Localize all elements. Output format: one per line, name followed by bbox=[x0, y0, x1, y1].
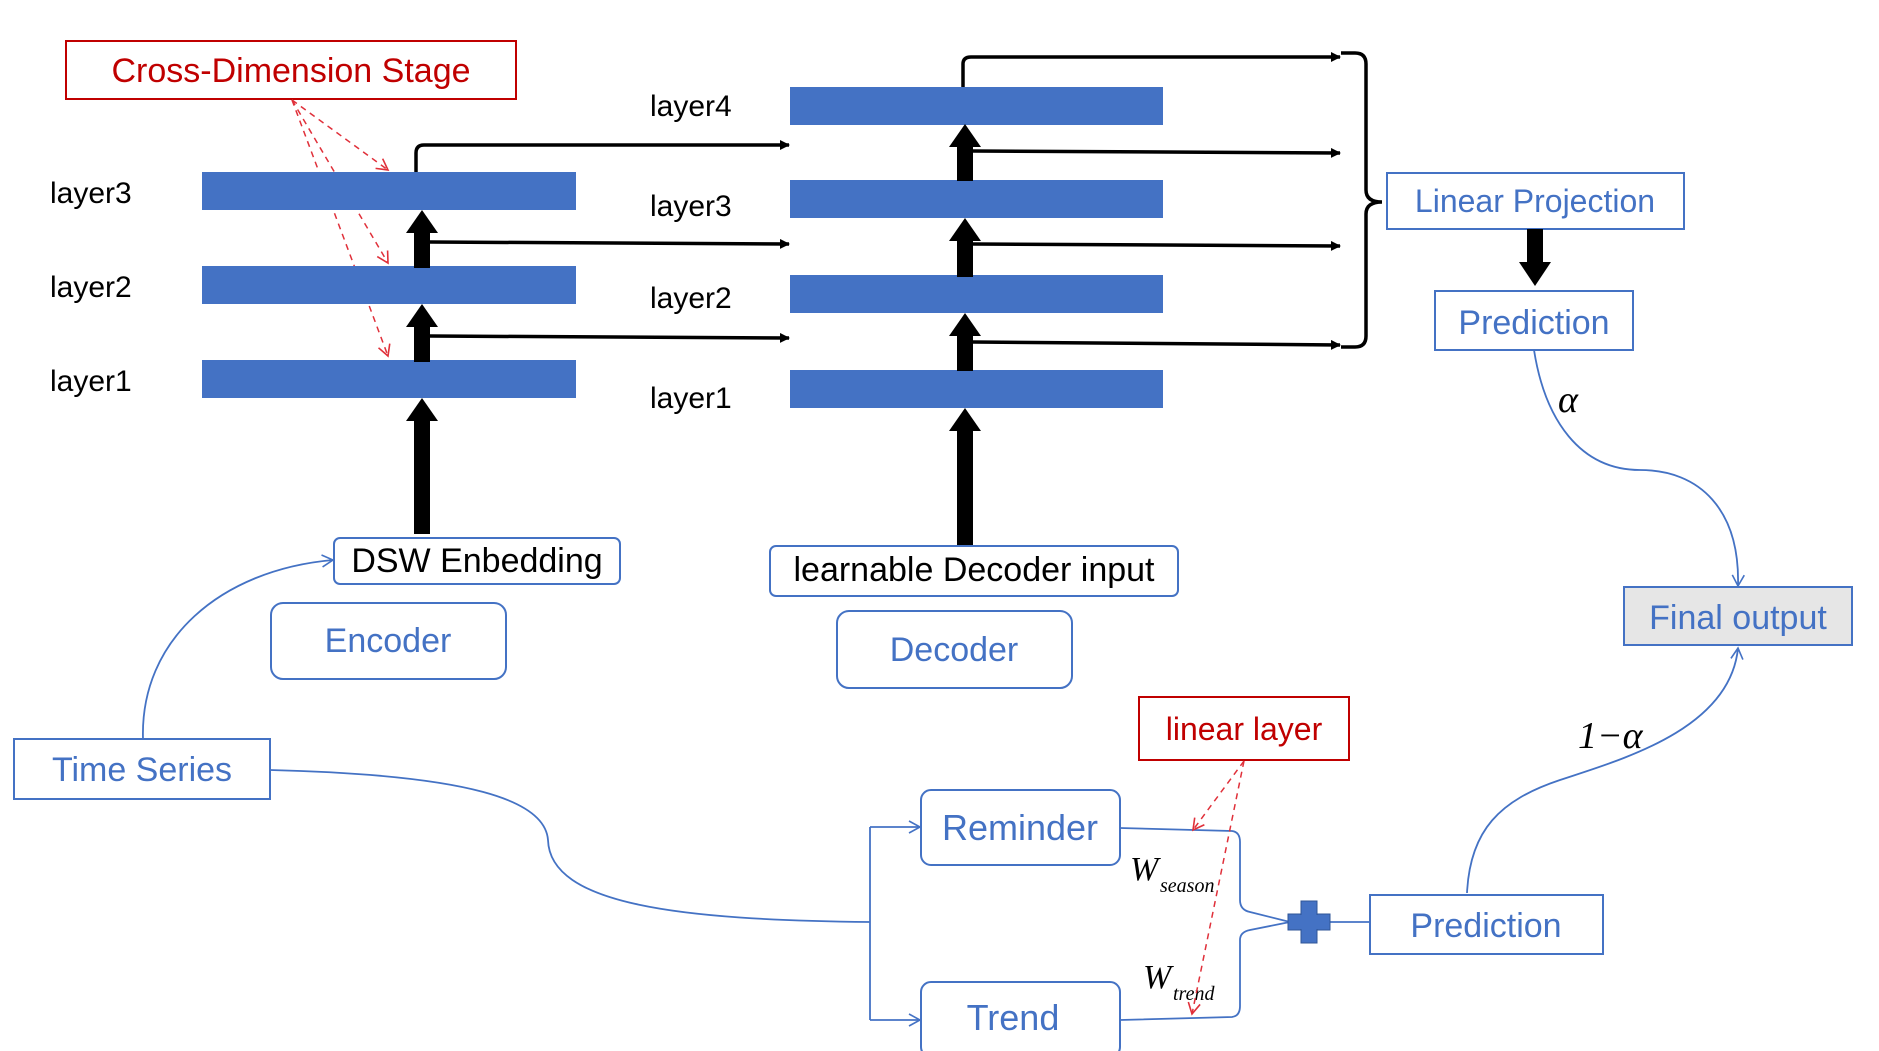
trend-label: Trend bbox=[967, 997, 1060, 1038]
cross-dimension-stage-box bbox=[65, 40, 517, 100]
dsw-embedding-label: DSW Enbedding bbox=[351, 542, 602, 580]
cross-dimension-stage-label: Cross-Dimension Stage bbox=[111, 52, 470, 90]
encoder-thick-arrows bbox=[406, 210, 438, 534]
linear-layer-box bbox=[1138, 696, 1350, 761]
time-series-label: Time Series bbox=[52, 751, 232, 789]
decoder-layer-label: layer4 bbox=[650, 90, 732, 123]
merge-brace bbox=[1341, 51, 1383, 349]
decoder-layer4-bar bbox=[790, 87, 1163, 125]
decoder-input-label: learnable Decoder input bbox=[793, 551, 1155, 589]
decoder-layer2-bar bbox=[790, 275, 1163, 313]
alpha-symbol: α bbox=[1558, 379, 1579, 421]
timeseries-to-decomposition-curve bbox=[269, 769, 871, 923]
time-series-box bbox=[13, 738, 271, 800]
decoder-layer-label: layer1 bbox=[650, 382, 732, 415]
one-minus-alpha-curve bbox=[1466, 646, 1744, 894]
reminder-box bbox=[920, 789, 1121, 866]
encoder-box bbox=[270, 602, 507, 680]
decoder-layer3-bar bbox=[790, 180, 1163, 218]
decoder-layer1-bar bbox=[790, 370, 1163, 408]
encoder-layer-label: layer3 bbox=[50, 177, 132, 210]
encoder-layer2-bar bbox=[202, 266, 576, 304]
w-trend-subscript: trend bbox=[1173, 983, 1215, 1005]
one-minus-alpha-symbol: 1−α bbox=[1578, 715, 1644, 757]
prediction-top-label: Prediction bbox=[1458, 304, 1609, 342]
encoder-layer3-bar bbox=[202, 172, 576, 210]
linear-projection-box bbox=[1386, 172, 1685, 230]
prediction-bottom-label: Prediction bbox=[1410, 907, 1561, 945]
final-output-label: Final output bbox=[1649, 599, 1827, 637]
timeseries-to-embedding-curve bbox=[142, 554, 335, 740]
linear-layer-label: linear layer bbox=[1166, 711, 1323, 747]
encoder-layer1-bar bbox=[202, 360, 576, 398]
projection-down-arrow bbox=[1519, 229, 1551, 286]
alpha-curve bbox=[1533, 349, 1745, 588]
decoder-input-box bbox=[769, 545, 1179, 597]
decoder-layer-label: layer3 bbox=[650, 190, 732, 223]
w-trend-symbol: W bbox=[1143, 959, 1174, 996]
decomposition-branch bbox=[869, 820, 922, 1027]
linear-projection-label: Linear Projection bbox=[1415, 183, 1655, 219]
encoder-to-decoder-arrows bbox=[414, 140, 790, 343]
decoder-thick-arrows bbox=[949, 124, 981, 546]
cross-dimension-dashed-arrows bbox=[291, 99, 391, 358]
encoder-layer-label: layer1 bbox=[50, 365, 132, 398]
w-season-subscript: season bbox=[1160, 875, 1214, 897]
decoder-to-projection-arrows bbox=[961, 52, 1341, 350]
decoder-layer-label: layer2 bbox=[650, 282, 732, 315]
decoder-box bbox=[836, 610, 1073, 689]
weighted-sum-lines bbox=[1119, 827, 1370, 1021]
encoder-label: Encoder bbox=[325, 622, 452, 660]
prediction-bottom-box bbox=[1369, 894, 1604, 955]
linear-layer-dashed-arrows bbox=[1187, 760, 1245, 1016]
reminder-label: Reminder bbox=[942, 807, 1098, 848]
plus-icon bbox=[1287, 900, 1331, 944]
encoder-layer-label: layer2 bbox=[50, 271, 132, 304]
decoder-label: Decoder bbox=[890, 631, 1019, 669]
w-season-symbol: W bbox=[1130, 851, 1161, 888]
final-output-box bbox=[1623, 586, 1853, 646]
